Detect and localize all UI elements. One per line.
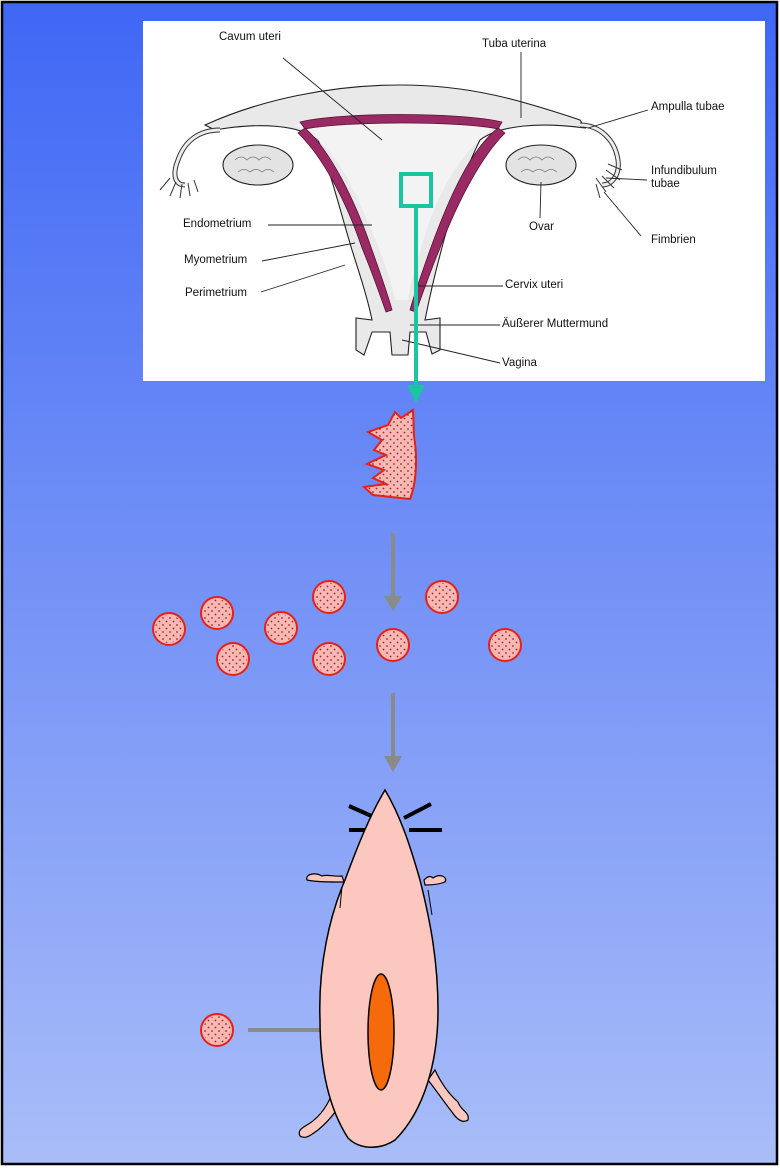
cell-texture <box>203 599 231 627</box>
cell-texture <box>379 631 407 659</box>
label-ampulla-tubae: Ampulla tubae <box>651 101 731 114</box>
label-perimetrium: Perimetrium <box>185 287 247 300</box>
cell-texture <box>267 614 295 642</box>
label-infundibulum-tubae: Infundibulum tubae <box>651 165 731 191</box>
cell-texture <box>315 645 343 673</box>
label-cervix-uteri: Cervix uteri <box>505 279 563 292</box>
cell-texture <box>315 583 343 611</box>
label-cavum-uteri: Cavum uteri <box>219 31 281 44</box>
injection-site <box>368 974 394 1090</box>
cell-texture <box>428 583 456 611</box>
label-vagina: Vagina <box>502 357 537 370</box>
label-tuba-uterina: Tuba uterina <box>482 38 546 51</box>
label-ovar: Ovar <box>529 221 554 234</box>
cell-texture <box>155 615 183 643</box>
label-myometrium: Myometrium <box>184 254 247 267</box>
label-endometrium: Endometrium <box>183 218 251 231</box>
label-ausserer-muttermund: Äußerer Muttermund <box>502 318 608 331</box>
cell-texture <box>219 645 247 673</box>
cell-texture <box>203 1016 231 1044</box>
cell-texture <box>491 631 519 659</box>
label-fimbrien: Fimbrien <box>651 234 696 247</box>
